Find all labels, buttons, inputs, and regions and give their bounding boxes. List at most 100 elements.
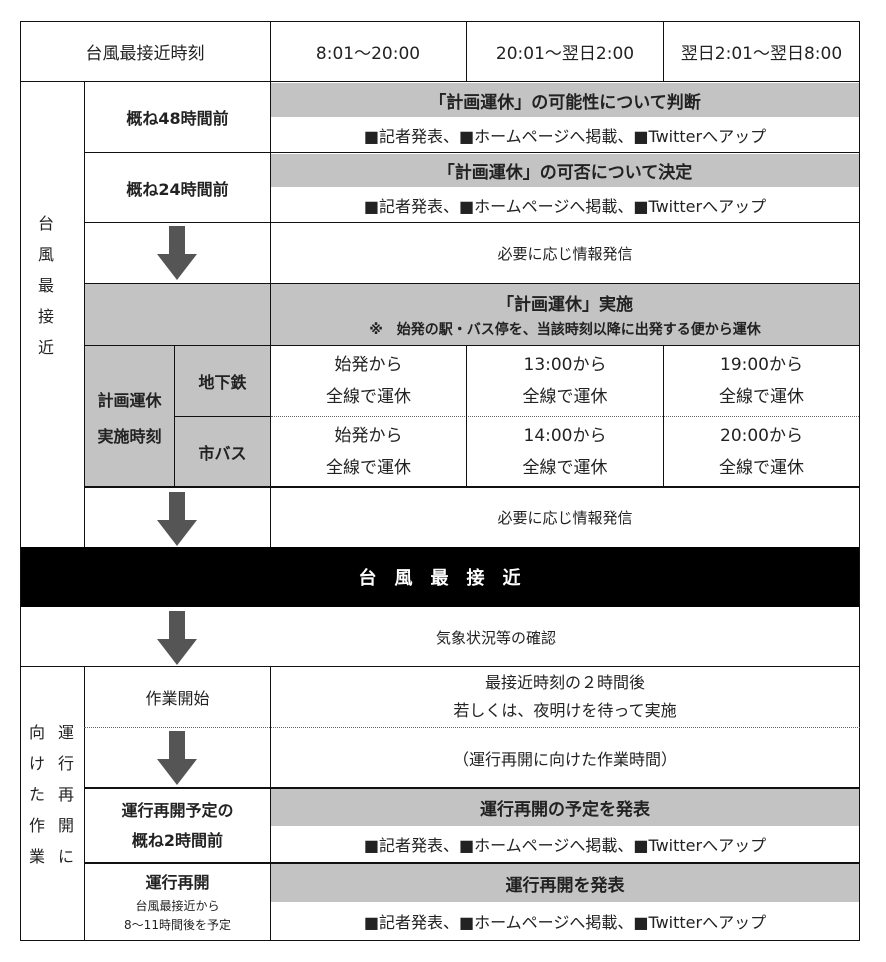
weather-check: 気象状況等の確認 (435, 628, 556, 647)
grid-line (663, 345, 664, 486)
side-char: 向 (28, 723, 45, 742)
row24-label: 概ね24時間前 (126, 179, 229, 199)
resume-title: 運行再開を発表 (271, 864, 859, 902)
resume-plan-actions: ■記者発表、■ホームページへ掲載、■Twitterへアップ (363, 836, 767, 855)
grid-line (270, 81, 271, 547)
subway-label: 地下鉄 (175, 346, 270, 416)
grid-line (466, 21, 467, 81)
work-start-detail: 最接近時刻の２時間後 若しくは、夜明けを待って実施 (271, 667, 859, 727)
resume-plan-label-line: 概ね2時間前 (131, 830, 224, 850)
subway-slot-1: 始発から 全線で運休 (271, 346, 466, 416)
row24-title: 「計画運休」の可否について決定 (271, 154, 859, 187)
implementation-label-blank (85, 284, 270, 345)
side-char: 作 (28, 816, 45, 835)
side-char: 業 (28, 847, 45, 866)
cell-line: 全線で運休 (719, 387, 804, 407)
grid-line (466, 345, 467, 486)
down-arrow-icon (157, 731, 197, 785)
side-char: け (28, 754, 45, 773)
cell-line: 20:00から (720, 426, 803, 446)
cell-line: 始発から (334, 355, 403, 375)
header-slot-3: 翌日2:01～翌日8:00 (680, 44, 843, 64)
grid-line (20, 81, 860, 82)
closest-approach-banner: 台 風 最 接 近 (20, 547, 859, 607)
row48-label: 概ね48時間前 (126, 109, 229, 128)
header-slot-1: 8:01～20:00 (315, 44, 421, 64)
grid-dotted-line (84, 727, 860, 728)
header-slot-2: 20:01～翌日2:00 (495, 44, 635, 64)
grid-line (84, 486, 860, 488)
bus-label: 市バス (175, 417, 270, 487)
grid-line (84, 862, 860, 864)
grid-line (20, 666, 860, 667)
resume-label-sub: 台風最接近から (135, 899, 220, 913)
bus-slot-1: 始発から 全線で運休 (271, 417, 466, 487)
resume-label: 運行再開 台風最接近から 8～11時間後を予定 (85, 864, 270, 940)
down-arrow-icon (157, 226, 197, 280)
side-char: 台 (37, 214, 54, 233)
header-label: 台風最接近時刻 (85, 44, 205, 64)
grid-line (20, 21, 21, 941)
side-char: 接 (37, 307, 54, 326)
side-char: 最 (37, 276, 54, 295)
grid-line (84, 283, 860, 284)
bus-slot-3: 20:00から 全線で運休 (664, 417, 859, 487)
grid-dotted-line (271, 416, 859, 417)
side-label-resume-col1: 向 け た 作 業 (27, 717, 47, 872)
grid-line (270, 666, 271, 941)
work-start-label: 作業開始 (145, 689, 210, 708)
cell-line: 全線で運休 (326, 387, 411, 407)
down-arrow-icon (157, 611, 197, 665)
work-time-notice: （運行再開に向けた作業時間） (452, 749, 677, 769)
cell-line: 全線で運休 (522, 458, 608, 478)
row24-actions: ■記者発表、■ホームページへ掲載、■Twitterへアップ (363, 196, 767, 216)
grid-line (174, 345, 175, 486)
row48-title: 「計画運休」の可能性について判断 (271, 83, 859, 117)
side-char: 行 (57, 754, 74, 773)
side-label-resume-col2: 運 行 再 開 に (56, 717, 76, 872)
cell-line: 14:00から (523, 426, 607, 446)
grid-line (84, 152, 860, 153)
implementation-note: ※ 始発の駅・バス停を、当該時刻以降に出発する便から運休 (369, 322, 761, 338)
grid-line (270, 21, 271, 81)
resume-plan-title: 運行再開の予定を発表 (271, 789, 859, 826)
grid-line (20, 21, 860, 22)
grid-line (859, 21, 860, 941)
resume-label-sub: 8～11時間後を予定 (124, 918, 231, 932)
grid-line (20, 940, 860, 941)
group-label-line: 実施時刻 (97, 426, 162, 446)
side-char: 開 (57, 816, 74, 835)
cell-line: 13:00から (523, 355, 607, 375)
resume-actions: ■記者発表、■ホームページへ掲載、■Twitterへアップ (363, 913, 767, 932)
grid-line (174, 416, 270, 417)
side-char: た (28, 785, 45, 804)
subway-slot-2: 13:00から 全線で運休 (466, 346, 664, 416)
implementation-title: 「計画運休」実施 (497, 295, 633, 315)
work-start-line: 最接近時刻の２時間後 (484, 673, 645, 692)
resume-plan-label-line: 運行再開予定の (121, 800, 234, 820)
subway-slot-3: 19:00から 全線で運休 (664, 346, 859, 416)
side-char: 運 (57, 723, 74, 742)
resume-label-main: 運行再開 (145, 873, 210, 892)
group-label-line: 計画運休 (97, 390, 162, 410)
side-char: に (57, 847, 74, 866)
info-notice-1: 必要に応じ情報発信 (497, 244, 633, 263)
cell-line: 全線で運休 (522, 387, 608, 407)
side-label-approach: 台 風 最 接 近 (36, 208, 56, 363)
work-start-line: 若しくは、夜明けを待って実施 (453, 701, 677, 720)
row48-actions: ■記者発表、■ホームページへ掲載、■Twitterへアップ (363, 126, 767, 146)
bus-slot-2: 14:00から 全線で運休 (466, 417, 664, 487)
info-notice-2: 必要に応じ情報発信 (497, 508, 633, 527)
down-arrow-icon (157, 492, 197, 546)
grid-line (84, 787, 860, 789)
cell-line: 全線で運休 (326, 458, 411, 478)
cell-line: 19:00から (720, 355, 803, 375)
side-char: 再 (57, 785, 74, 804)
side-char: 近 (37, 338, 54, 357)
implementation-group-label: 計画運休 実施時刻 (85, 346, 174, 487)
cell-line: 全線で運休 (719, 458, 804, 478)
resume-plan-label: 運行再開予定の 概ね2時間前 (85, 789, 270, 862)
grid-line (84, 222, 860, 223)
cell-line: 始発から (334, 426, 403, 446)
grid-line (84, 666, 85, 941)
